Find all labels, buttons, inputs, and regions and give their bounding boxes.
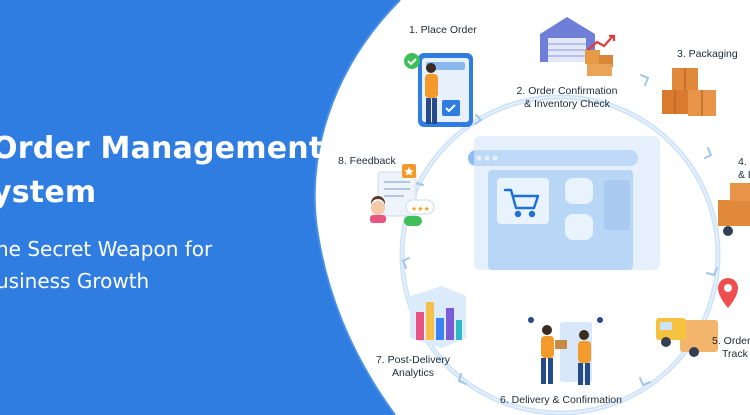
analytics-illustration [410,286,466,348]
title-line-1: Order Management [0,131,324,166]
title-line-2: ystem [0,175,97,210]
step-1-label: 1. Place Order [409,24,477,36]
page-subtitle: he Secret Weapon for usiness Growth [0,233,212,297]
delivery-illustration [528,317,603,385]
order-tracking-illustration [656,278,738,357]
step-7-label-line-1: 7. Post-Delivery [375,354,451,366]
step-3-label: 3. Packaging [677,48,738,60]
step-4-label-line-2: & L [738,169,750,181]
step-5-label-line-1: 5. Order [712,335,750,347]
step-6-label: 6. Delivery & Confirmation [500,394,622,406]
step-2-label: 2. Order Confirmation & Inventory Check [508,85,626,111]
step-7-label-line-2: Analytics [391,367,434,379]
packaging-illustration [662,68,716,116]
feedback-illustration: ★★★ [370,164,435,226]
cart-icon [503,188,540,218]
step-4-label: 4. & L [738,156,750,182]
step-7-label: 7. Post-Delivery Analytics [373,354,453,380]
step-5-label-line-2: Track [722,348,748,360]
step-8-label: 8. Feedback [338,155,396,167]
place-order-illustration [404,53,473,127]
order-confirmation-illustration [540,17,616,76]
step-4-label-line-1: 4. [738,156,747,168]
step-5-label: 5. Order Track [700,335,750,361]
page-title: Order Management ystem [0,127,323,215]
subtitle-line-1: he Secret Weapon for [0,237,213,261]
svg-text:★★★: ★★★ [411,205,430,213]
shipping-illustration [718,183,750,236]
center-dashboard-illustration [468,136,660,270]
step-2-label-line-2: & Inventory Check [524,98,610,110]
subtitle-line-2: usiness Growth [0,269,150,293]
step-2-label-line-1: 2. Order Confirmation [516,85,618,97]
